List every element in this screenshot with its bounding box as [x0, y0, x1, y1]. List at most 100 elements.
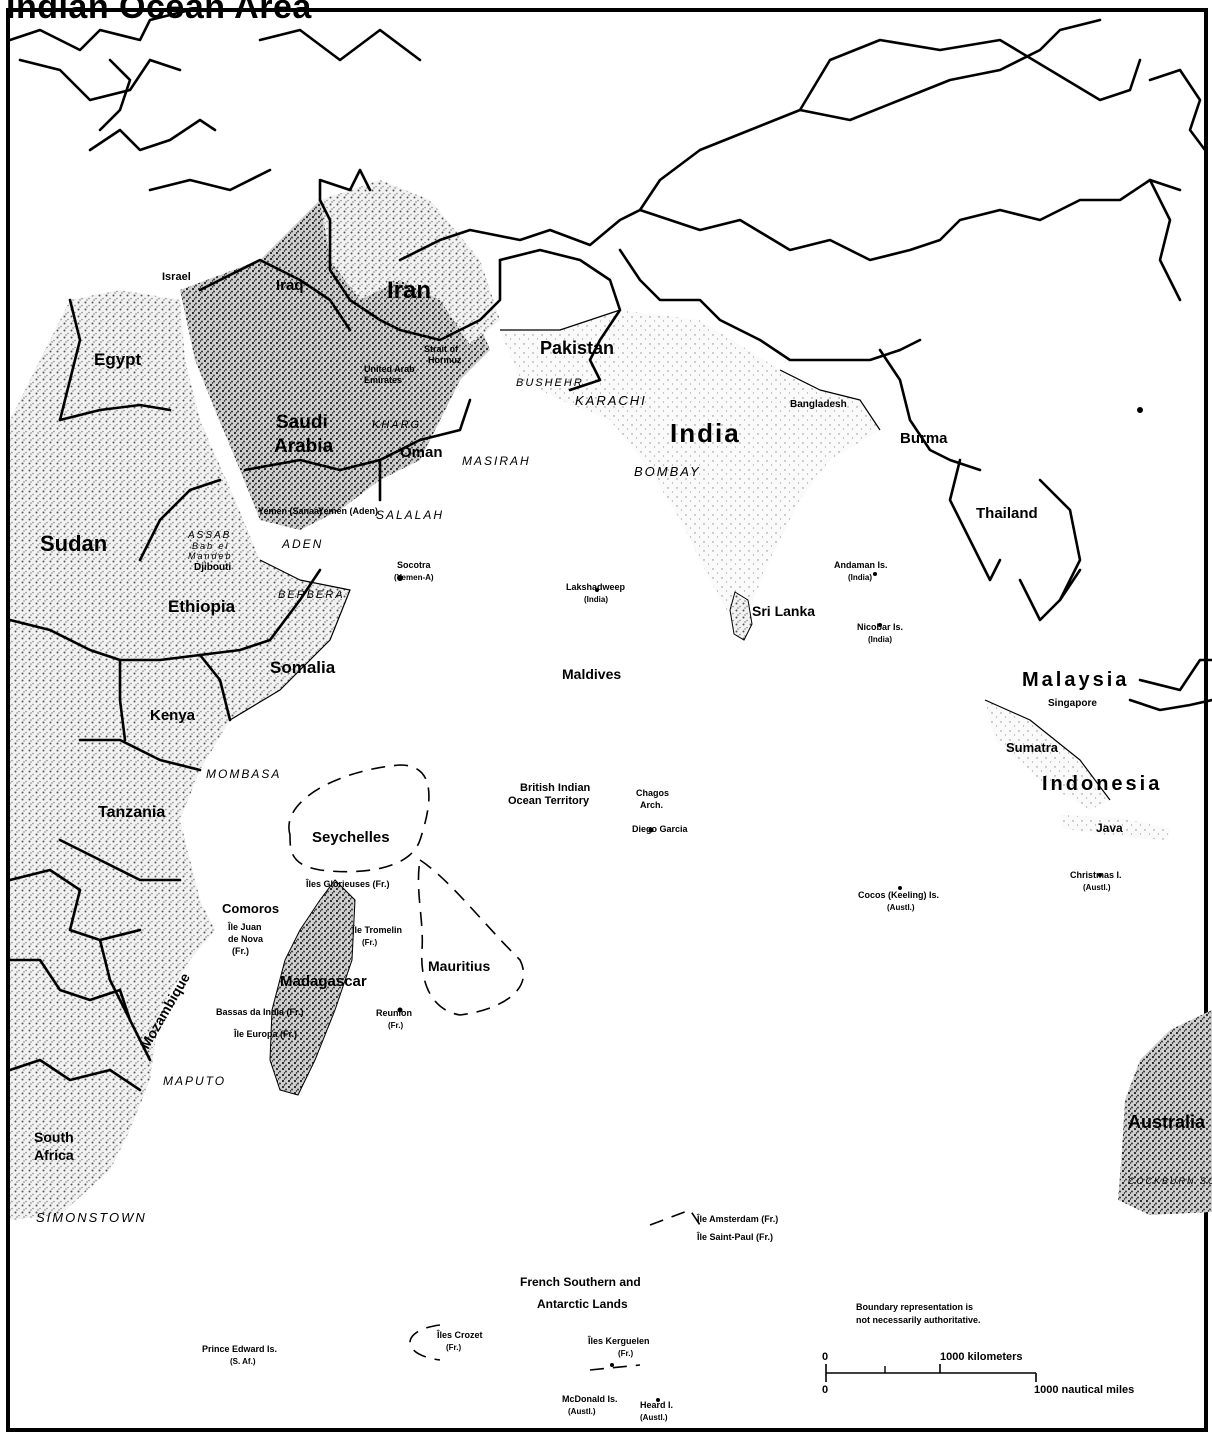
boundary-note-line-2: not necessarily authoritative. [856, 1315, 981, 1325]
label-christmas: Christmas I. [1070, 870, 1122, 880]
label-uae: United Arab [364, 364, 415, 374]
boundary-note-line-1: Boundary representation is [856, 1302, 973, 1312]
label-french-2: Antarctic Lands [537, 1297, 628, 1311]
label-lakshadweep-sub: (India) [584, 595, 608, 604]
label-australia: Australia [1128, 1112, 1206, 1132]
label-bushehr: BUSHEHR [516, 377, 584, 389]
maritime-outlines [288, 764, 701, 1371]
india-shaded [500, 310, 880, 630]
label-thailand: Thailand [976, 505, 1038, 522]
scale-zero-nm: 0 [822, 1384, 828, 1396]
label-malaysia: Malaysia [1022, 669, 1129, 691]
label-french-1: French Southern and [520, 1275, 641, 1289]
label-heard-sub: (Austl.) [640, 1413, 668, 1422]
country-borders [8, 8, 1212, 1092]
label-kharg: KHARG [372, 419, 421, 431]
label-assab: ASSAB [187, 530, 231, 541]
label-juan-3: (Fr.) [232, 946, 249, 956]
label-madagascar: Madagascar [280, 973, 367, 990]
africa-shaded [10, 290, 350, 1220]
label-diego-garcia: Diego Garcia [632, 824, 689, 834]
label-chagos-1: Chagos [636, 788, 669, 798]
label-iraq: Iraq [276, 277, 304, 294]
label-mauritius: Mauritius [428, 958, 490, 974]
label-reunion: Reunion [376, 1008, 412, 1018]
island-dot [1137, 407, 1143, 413]
label-bangladesh: Bangladesh [790, 399, 847, 410]
island-dot [1098, 873, 1102, 877]
label-europa: Île Europa (Fr.) [233, 1028, 297, 1039]
island-dot [898, 886, 902, 890]
label-ethiopia: Ethiopia [168, 597, 236, 616]
island-dot [610, 1363, 614, 1367]
label-iran: Iran [387, 277, 431, 304]
australia-shaded [1118, 1010, 1212, 1215]
label-berbera: BERBERA [278, 589, 345, 601]
label-heard: Heard I. [640, 1400, 673, 1410]
label-cocos-sub: (Austl.) [887, 903, 915, 912]
shaded-landmass [10, 180, 1212, 1220]
label-aden: ADEN [281, 537, 323, 551]
amsterdam-outline [649, 1209, 701, 1226]
label-mcdonald-sub: (Austl.) [568, 1407, 596, 1416]
scale-zero-km: 0 [822, 1351, 828, 1363]
label-indonesia: Indonesia [1042, 773, 1162, 795]
label-sumatra: Sumatra [1006, 740, 1059, 755]
label-saint-paul: Île Saint-Paul (Fr.) [696, 1231, 773, 1242]
label-bab-2: Mandeb [188, 551, 233, 561]
label-masirah: MASIRAH [462, 454, 531, 468]
label-cocos: Cocos (Keeling) Is. [858, 890, 939, 900]
label-bassas: Bassas da India (Fr.) [216, 1007, 304, 1017]
coastlines [229, 309, 1111, 801]
label-sudan: Sudan [40, 531, 107, 556]
island-dot [397, 1007, 403, 1013]
crozet-outline [409, 1324, 441, 1361]
label-prince-edward-sub: (S. Af.) [230, 1357, 256, 1366]
label-bab-1: Bab el [192, 541, 230, 551]
label-sri-lanka: Sri Lanka [752, 603, 815, 619]
label-israel: Israel [162, 271, 191, 283]
label-biot-2: Ocean Territory [508, 795, 590, 807]
label-maputo: MAPUTO [163, 1074, 226, 1088]
island-dot [595, 588, 599, 592]
label-chagos-2: Arch. [640, 800, 663, 810]
label-somalia: Somalia [270, 658, 336, 677]
label-socotra: Socotra [397, 560, 432, 570]
label-simonstown: SIMONSTOWN [36, 1210, 147, 1225]
label-nicobar: Nicobar Is. [857, 622, 903, 632]
label-salalah: SALALAH [376, 508, 444, 522]
label-oman: Oman [400, 444, 443, 461]
iran-shaded [320, 180, 500, 345]
label-mcdonald: McDonald Is. [562, 1394, 618, 1404]
label-uae-2: Emirates [364, 375, 402, 385]
label-tanzania: Tanzania [98, 804, 165, 821]
label-glorieuses: Îles Glorieuses (Fr.) [305, 878, 390, 889]
label-bombay: BOMBAY [634, 464, 701, 479]
label-karachi: KARACHI [575, 393, 647, 408]
label-yemen-aden: Yemen (Aden) [318, 506, 378, 516]
label-hormuz: Strait of [424, 344, 459, 354]
label-hormuz-2: Hormuz [428, 355, 462, 365]
sumatra-shaded [985, 700, 1110, 810]
label-crozet-sub: (Fr.) [446, 1343, 461, 1352]
label-maldives: Maldives [562, 666, 621, 682]
label-comoros: Comoros [222, 901, 279, 916]
label-singapore: Singapore [1048, 698, 1097, 709]
scale-km-label: 1000 kilometers [940, 1351, 1023, 1363]
label-pakistan: Pakistan [540, 338, 614, 358]
place-labels: Socotra (Yemen-A) Lakshadweep (India) An… [202, 560, 1122, 1422]
label-kerguelen: Îles Kerguelen [587, 1335, 650, 1346]
label-mombasa: MOMBASA [206, 767, 281, 781]
label-india: India [670, 418, 741, 448]
label-crozet: Îles Crozet [436, 1329, 483, 1340]
label-socotra-sub: (Yemen-A) [394, 573, 434, 582]
label-south-africa-2: Africa [34, 1147, 74, 1163]
label-andaman: Andaman Is. [834, 560, 888, 570]
island-dot [648, 827, 654, 833]
label-reunion-sub: (Fr.) [388, 1021, 403, 1030]
madagascar-shaded [269, 879, 356, 1096]
label-juan-1: Île Juan [227, 921, 262, 932]
label-egypt: Egypt [94, 350, 142, 369]
label-lakshadweep: Lakshadweep [566, 582, 626, 592]
label-yemen-sanaa: Yemen (Sanaa) [258, 506, 322, 516]
